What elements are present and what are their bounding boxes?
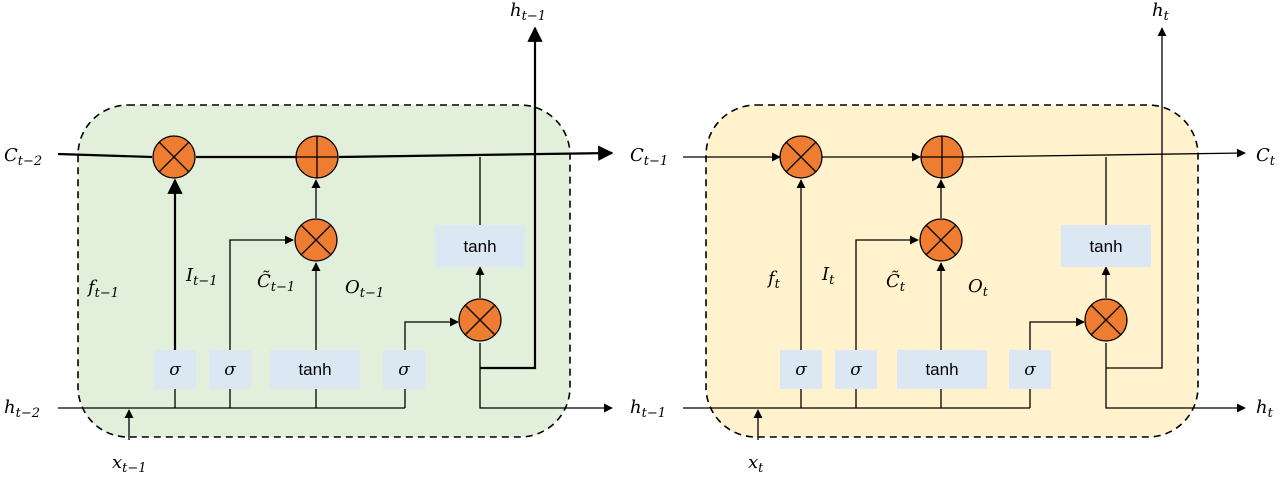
candidate-tanh-label: tanh [925, 360, 958, 379]
output-sigma-label: σ [1024, 360, 1036, 380]
input-sigma-label: σ [850, 360, 862, 380]
cell-tanh-box [435, 225, 525, 267]
cell-tanh-label: tanh [1089, 237, 1122, 256]
candidate-tanh-box [270, 350, 360, 389]
output-sigma-label: σ [398, 360, 410, 380]
x-in-label: xt [748, 452, 764, 476]
input-sigma-box [835, 350, 877, 389]
c-mid-label: Ct−1 [630, 145, 668, 169]
cell-tanh-box [1061, 225, 1151, 267]
c-out-label: Ct [1256, 145, 1276, 169]
h-top-label: ht [1152, 0, 1170, 24]
h-out-label: ht [1256, 397, 1274, 421]
cell-current: σ σ tanh σ tanh xt ht Ct ht ft It C̃t Ot [683, 0, 1276, 476]
forget-multiply-op [779, 135, 823, 179]
input-sigma-box [209, 350, 251, 389]
forget-sigma-box [154, 350, 196, 389]
input-multiply-op [919, 218, 963, 262]
cell-add-op [295, 135, 339, 179]
x-in-label: xt−1 [112, 452, 147, 476]
candidate-tanh-label: tanh [298, 360, 331, 379]
h-mid-label: ht−1 [630, 397, 666, 421]
output-multiply-op [458, 298, 502, 342]
cell-background [77, 104, 571, 438]
input-multiply-op [294, 218, 338, 262]
output-sigma-box [383, 350, 425, 389]
cell-tanh-label: tanh [463, 237, 496, 256]
candidate-tanh-box [897, 350, 987, 389]
output-gate-label: Ot [968, 276, 989, 300]
output-sigma-box [1009, 350, 1051, 389]
output-multiply-op [1084, 298, 1128, 342]
forget-sigma-label: σ [169, 360, 181, 380]
input-sigma-label: σ [224, 360, 236, 380]
cell-add-op [920, 135, 964, 179]
cell-background [705, 104, 1199, 438]
output-gate-label: Ot−1 [345, 277, 384, 301]
forget-sigma-label: σ [795, 360, 807, 380]
h-top-label: ht−1 [510, 0, 546, 24]
candidate-label: C̃t−1 [257, 270, 295, 295]
input-gate-label: It−1 [185, 265, 218, 289]
h-in-label: ht−2 [4, 397, 40, 421]
forget-sigma-box [780, 350, 822, 389]
candidate-label: C̃t [886, 270, 906, 295]
input-gate-label: It [821, 264, 835, 288]
cell-previous: σ σ tanh σ tanh Ct−2 ht−2 xt−1 ht−1 ft−1… [4, 0, 614, 476]
forget-multiply-op [152, 135, 196, 179]
c-in-label: Ct−2 [4, 145, 42, 169]
